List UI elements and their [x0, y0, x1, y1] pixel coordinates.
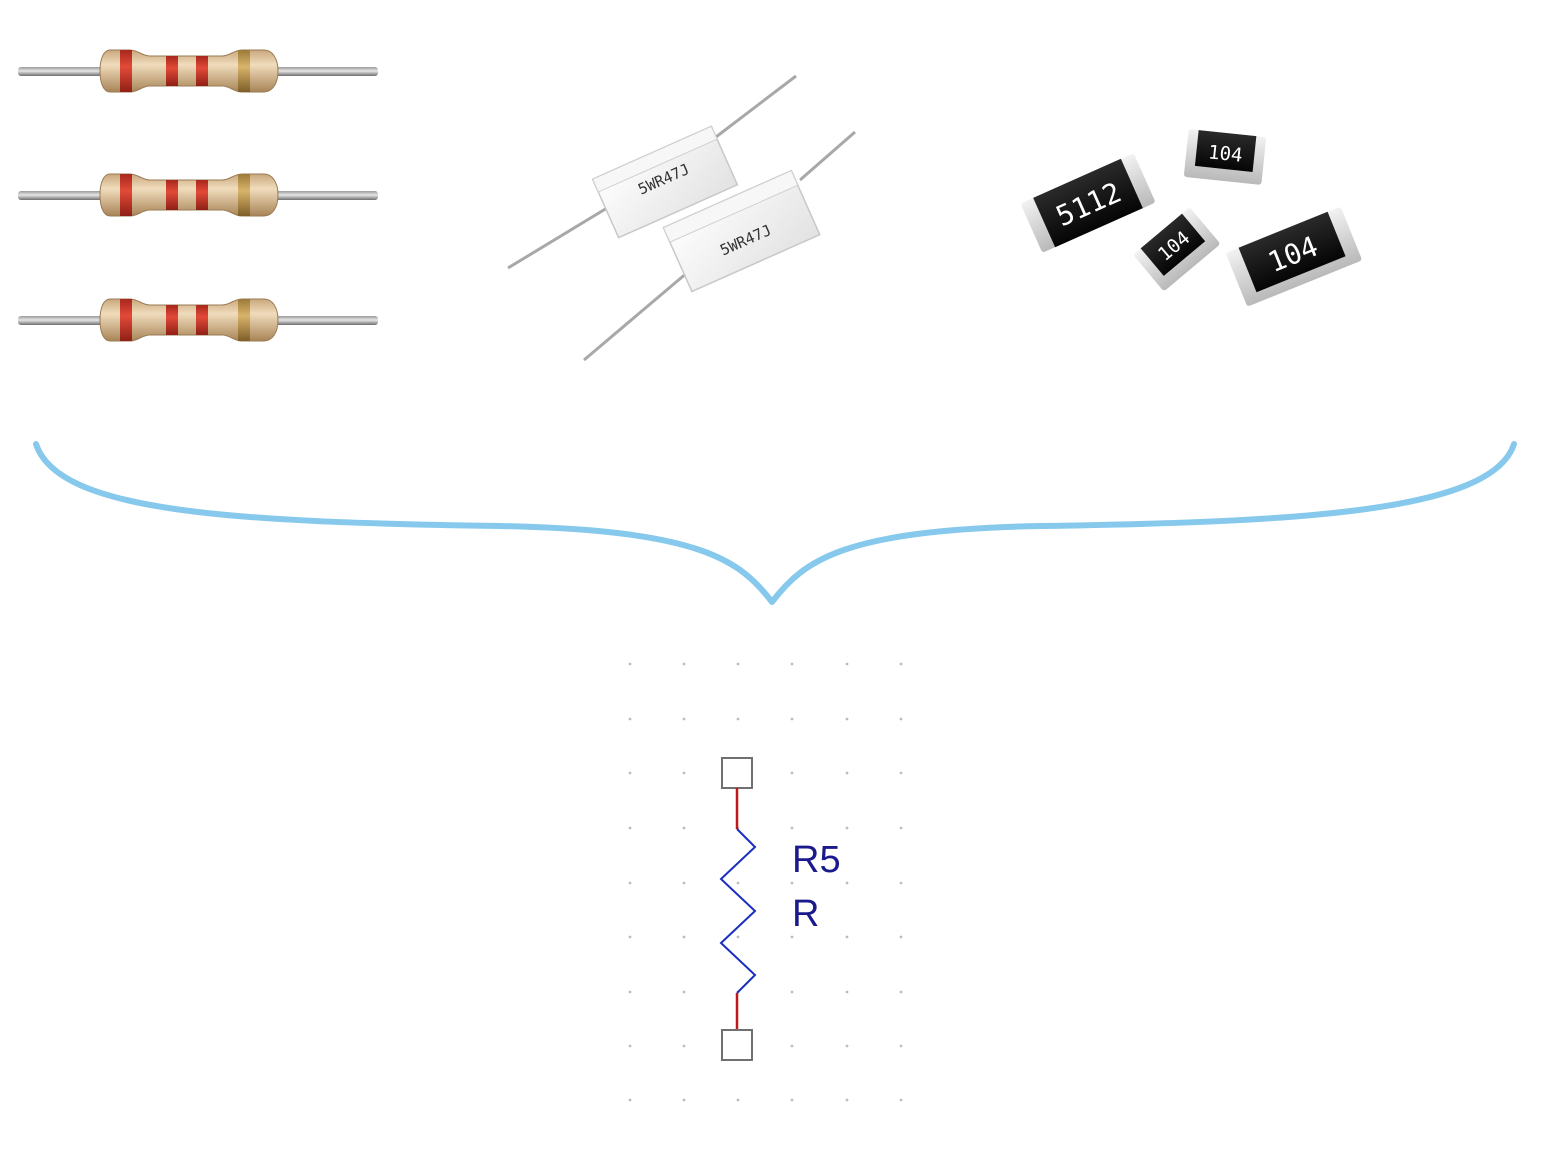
schematic-pin-bottom[interactable]: [721, 1029, 753, 1061]
resistor-lead-wire: [583, 270, 689, 362]
grid-dot: [628, 1098, 632, 1102]
grid-dot: [628, 935, 632, 939]
grid-dot: [736, 881, 740, 885]
grid-dot: [899, 990, 903, 994]
cement-resistor: 5WR47J: [662, 169, 821, 293]
color-band-tolerance: [238, 50, 250, 92]
resistor-lead-wire: [507, 203, 613, 270]
grid-dot: [845, 881, 849, 885]
grid-dot: [628, 662, 632, 666]
grid-dot: [682, 662, 686, 666]
grouping-brace: [33, 441, 1517, 605]
grid-dot: [682, 1098, 686, 1102]
grid-dot: [682, 771, 686, 775]
grid-dot: [682, 717, 686, 721]
grid-dot: [790, 881, 794, 885]
schematic-resistor-symbol: R5 R: [719, 757, 841, 1061]
schematic-pin-top[interactable]: [721, 757, 753, 789]
schematic-designator-label[interactable]: R5: [792, 839, 841, 881]
grid-dot: [845, 1098, 849, 1102]
grid-dot: [682, 1044, 686, 1048]
grid-dot: [736, 1098, 740, 1102]
schematic-resistor-zigzag[interactable]: [719, 828, 757, 994]
grid-dot: [790, 1044, 794, 1048]
grid-dot: [845, 717, 849, 721]
grid-dot: [790, 1098, 794, 1102]
resistor-lead-wire: [711, 74, 797, 142]
grid-dot: [790, 717, 794, 721]
smd-resistor: 104: [1134, 208, 1220, 291]
grid-dot: [736, 717, 740, 721]
axial-resistor: [17, 173, 379, 217]
grid-dot: [845, 826, 849, 830]
grid-dot: [790, 990, 794, 994]
smd-resistor: 5112: [1021, 154, 1155, 252]
smd-resistor: 104: [1184, 129, 1266, 185]
grid-dot: [628, 771, 632, 775]
grid-dot: [628, 826, 632, 830]
grid-dot: [790, 662, 794, 666]
schematic-grid: [628, 662, 903, 1102]
grid-dot: [899, 826, 903, 830]
grid-dot: [899, 717, 903, 721]
grid-dot: [899, 662, 903, 666]
color-band-2: [166, 56, 178, 86]
cement-resistor: 5WR47J: [591, 125, 739, 239]
grid-dot: [628, 717, 632, 721]
grid-dot: [682, 935, 686, 939]
smd-resistor: 104: [1226, 207, 1362, 306]
grid-dot: [845, 771, 849, 775]
grid-dot: [682, 881, 686, 885]
resistor-lead-wire: [799, 130, 856, 182]
grid-dot: [628, 1044, 632, 1048]
grid-dot: [790, 771, 794, 775]
grid-dot: [682, 826, 686, 830]
grid-dot: [899, 1044, 903, 1048]
grid-dot: [736, 935, 740, 939]
grid-dot: [845, 1044, 849, 1048]
color-band-3: [196, 56, 208, 86]
cement-resistor-group: 5WR47J 5WR47J: [507, 74, 856, 362]
axial-resistor: [18, 49, 378, 93]
smd-marking: 104: [1207, 141, 1243, 166]
grid-dot: [628, 990, 632, 994]
schematic-value-label[interactable]: R: [792, 893, 819, 935]
grid-dot: [790, 826, 794, 830]
grid-dot: [899, 771, 903, 775]
grid-dot: [845, 990, 849, 994]
smd-resistor-group: 5112 104 104 104: [1021, 129, 1362, 306]
grid-dot: [628, 881, 632, 885]
grid-dot: [682, 990, 686, 994]
grid-dot: [899, 881, 903, 885]
grid-dot: [790, 935, 794, 939]
grid-dot: [899, 935, 903, 939]
axial-resistor: [17, 298, 379, 342]
grid-dot: [845, 662, 849, 666]
resistor-body: [99, 49, 279, 93]
grid-dot: [845, 935, 849, 939]
color-band-1: [120, 50, 132, 92]
grid-dot: [736, 662, 740, 666]
axial-resistor-group: [17, 49, 379, 342]
grid-dot: [899, 1098, 903, 1102]
